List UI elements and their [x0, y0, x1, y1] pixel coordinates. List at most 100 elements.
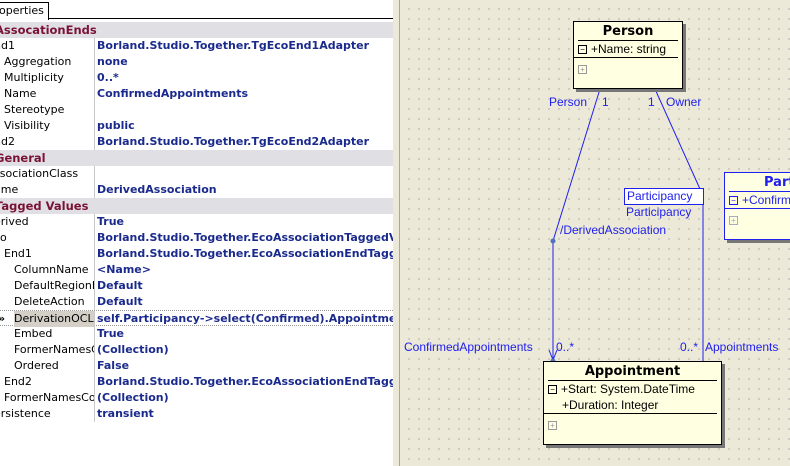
- property-value[interactable]: True: [97, 215, 125, 228]
- property-name: End1: [4, 247, 32, 260]
- column-divider[interactable]: [94, 54, 95, 70]
- property-value[interactable]: Borland.Studio.Together.EcoAssociationTa…: [97, 231, 393, 244]
- property-value[interactable]: (Collection): [97, 343, 169, 356]
- property-value[interactable]: Borland.Studio.Together.TgEcoEnd2Adapter: [97, 135, 370, 148]
- column-divider[interactable]: [94, 86, 95, 102]
- property-value[interactable]: public: [97, 119, 135, 132]
- collapse-icon[interactable]: −: [548, 385, 557, 395]
- column-divider[interactable]: [94, 326, 95, 342]
- category-header[interactable]: Tagged Values: [0, 198, 393, 214]
- column-divider[interactable]: [94, 278, 95, 294]
- property-value[interactable]: Default: [97, 279, 143, 292]
- property-value[interactable]: 0..*: [97, 71, 119, 84]
- property-row[interactable]: FormerNamesColle(Collection): [0, 390, 393, 406]
- collapse-icon[interactable]: −: [578, 45, 587, 55]
- owner-multiplicity[interactable]: 1: [648, 95, 655, 109]
- column-divider[interactable]: [94, 406, 95, 422]
- column-divider[interactable]: [94, 311, 95, 327]
- property-value[interactable]: True: [97, 327, 125, 340]
- expand-icon[interactable]: +: [578, 65, 587, 75]
- expand-icon[interactable]: +: [548, 421, 557, 431]
- property-name: nd2: [0, 135, 15, 148]
- property-row[interactable]: erivedTrue: [0, 214, 393, 230]
- column-divider[interactable]: [94, 230, 95, 246]
- property-row[interactable]: FormerNamesCo(Collection): [0, 342, 393, 358]
- column-divider[interactable]: [94, 118, 95, 134]
- class-person[interactable]: Person −+Name: string +: [573, 21, 683, 89]
- tab-properties[interactable]: operties: [0, 2, 49, 20]
- column-divider[interactable]: [94, 102, 95, 118]
- property-value[interactable]: Default: [97, 295, 143, 308]
- owner-role-label[interactable]: Owner: [666, 95, 702, 109]
- property-row[interactable]: coBorland.Studio.Together.EcoAssociation…: [0, 230, 393, 246]
- column-divider[interactable]: [94, 342, 95, 358]
- property-row[interactable]: End1 Borland.Studio.Together.EcoAssociati…: [0, 246, 393, 262]
- attribute[interactable]: +Duration: Integer: [544, 397, 717, 414]
- owner-line[interactable]: [654, 88, 701, 190]
- property-row[interactable]: DefaultRegionMcDefault: [0, 278, 393, 294]
- derived-association-label[interactable]: /DerivedAssociation: [560, 223, 667, 237]
- expand-icon[interactable]: +: [729, 216, 738, 226]
- property-value[interactable]: none: [97, 55, 128, 68]
- participancy-role-label[interactable]: Participancy: [626, 205, 692, 219]
- property-row[interactable]: nd2 Borland.Studio.Together.TgEcoEnd2Adap…: [0, 134, 393, 150]
- column-divider[interactable]: [94, 374, 95, 390]
- property-value[interactable]: Borland.Studio.Together.EcoAssociationEn…: [97, 247, 393, 260]
- column-divider[interactable]: [94, 134, 95, 150]
- splitter[interactable]: [393, 0, 400, 466]
- column-divider[interactable]: [94, 214, 95, 230]
- category-header[interactable]: AssocationEnds: [0, 22, 393, 38]
- column-divider[interactable]: [94, 246, 95, 262]
- column-divider[interactable]: [94, 38, 95, 54]
- person-role-label[interactable]: Person: [549, 95, 588, 109]
- property-row[interactable]: ColumnName<Name>: [0, 262, 393, 278]
- property-value[interactable]: self.Participancy->select(Confirmed).App…: [97, 312, 393, 325]
- property-value[interactable]: DerivedAssociation: [97, 183, 217, 196]
- property-row[interactable]: ersistencetransient: [0, 406, 393, 422]
- column-divider[interactable]: [94, 166, 95, 182]
- column-divider[interactable]: [94, 294, 95, 310]
- property-value[interactable]: Borland.Studio.Together.EcoAssociationEn…: [97, 375, 393, 388]
- attribute-text: +Name: string: [591, 42, 667, 56]
- confirmed-appointments-role[interactable]: ConfirmedAppointments: [404, 340, 533, 354]
- column-divider[interactable]: [94, 70, 95, 86]
- connector-point[interactable]: [550, 238, 556, 244]
- property-row[interactable]: »DerivationOCLself.Participancy->select(…: [0, 310, 393, 327]
- participancy-association-box[interactable]: Participancy: [624, 188, 704, 205]
- class-participancy[interactable]: Parti −+Confirm +: [724, 172, 790, 240]
- property-value[interactable]: ConfirmedAppointments: [97, 87, 249, 100]
- collapse-icon[interactable]: −: [729, 196, 738, 206]
- column-divider[interactable]: [94, 358, 95, 374]
- property-row[interactable]: nd1Borland.Studio.Together.TgEcoEnd1Adap…: [0, 38, 393, 54]
- attribute-text: +Duration: Integer: [562, 398, 659, 412]
- property-value[interactable]: False: [97, 359, 130, 372]
- property-value[interactable]: Borland.Studio.Together.TgEcoEnd1Adapter: [97, 39, 370, 52]
- column-divider[interactable]: [94, 390, 95, 406]
- property-value[interactable]: (Collection): [97, 391, 169, 404]
- attribute-text: +Confirm: [742, 193, 790, 207]
- category-header[interactable]: General: [0, 150, 393, 166]
- diagram-canvas[interactable]: Person −+Name: string + Parti −+Confirm …: [400, 0, 790, 466]
- column-divider[interactable]: [94, 262, 95, 278]
- appointments-role[interactable]: Appointments: [705, 340, 779, 354]
- property-row[interactable]: Stereotype: [0, 102, 393, 118]
- column-divider[interactable]: [94, 182, 95, 198]
- class-appointment[interactable]: Appointment −+Start: System.DateTime +Du…: [543, 361, 722, 445]
- confirmed-multiplicity[interactable]: 0..*: [556, 340, 575, 354]
- attribute[interactable]: −+Name: string: [574, 41, 678, 58]
- property-value[interactable]: <Name>: [97, 263, 151, 276]
- person-multiplicity[interactable]: 1: [602, 95, 609, 109]
- appointments-multiplicity[interactable]: 0..*: [680, 340, 699, 354]
- property-value[interactable]: transient: [97, 407, 154, 420]
- property-row[interactable]: ssociationClass: [0, 166, 393, 182]
- attribute[interactable]: −+Start: System.DateTime: [544, 381, 721, 397]
- property-row[interactable]: ameDerivedAssociation: [0, 182, 393, 198]
